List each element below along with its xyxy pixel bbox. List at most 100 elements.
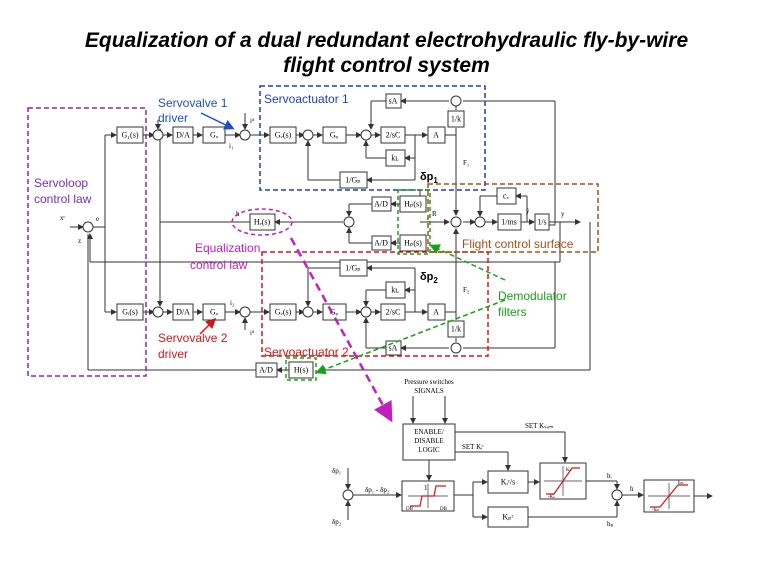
block-ga2-label: Gₐ <box>210 308 219 317</box>
pressure-signals-label: SIGNALS <box>414 387 444 395</box>
block-gp1-label: 1/Gₚ <box>345 176 360 185</box>
block-ms-label: 1/ms <box>501 218 517 227</box>
demod-label-line2: filters <box>498 305 527 319</box>
servovalve1-arrow <box>200 112 235 130</box>
signal-id-lower: iᵈ <box>250 329 255 337</box>
block-ad2-label: A/D <box>374 239 388 248</box>
logic-hi-label: hᵢ <box>607 472 613 480</box>
servoactuator2-label: Servoactuator 2 <box>264 345 349 359</box>
block-gi2: Gᵢ(s) <box>116 303 144 321</box>
block-k1-label: 1/k <box>451 115 461 124</box>
enable-line3: LOGIC <box>418 446 440 454</box>
demod-box-hp <box>397 189 431 255</box>
block-kl1: kʟ <box>385 149 406 167</box>
dp1-label: δp1 <box>420 171 438 185</box>
block-cv: cᵥ <box>496 187 517 205</box>
block-gq2-label: Gᵩ <box>330 308 339 317</box>
block-k1: 1/k <box>447 110 465 128</box>
annotation-boxes <box>27 85 599 423</box>
signal-i2: i₂ <box>230 299 235 307</box>
block-gp1: 1/Gₚ <box>339 171 368 189</box>
block-int2: 2/sC <box>380 303 406 321</box>
servoloop-label-line2: control law <box>34 192 92 206</box>
sat-pos-label: Kₛ <box>566 468 572 473</box>
servoloop-box <box>27 107 147 377</box>
title-line-2: flight control system <box>283 54 490 77</box>
block-ga2: Gₐ <box>202 303 226 321</box>
servoactuator1-box <box>259 85 486 191</box>
block-k2-label: 1/k <box>451 325 461 334</box>
surface-wiring <box>87 128 581 307</box>
sum-junction-eq <box>343 216 355 228</box>
demod-arrow-upper <box>429 244 506 281</box>
servovalve2-label-line1: Servovalve 2 <box>158 331 228 345</box>
sum-junction-2c <box>302 306 314 318</box>
block-sa1-label: sA <box>389 97 398 106</box>
sum-junction-force <box>450 216 462 228</box>
servoloop-label-line1: Servoloop <box>34 176 88 190</box>
logic-h-label: h <box>630 485 634 493</box>
signal-y: y <box>561 210 565 218</box>
logic-dp-diff-label: δp₁ - δp₂ <box>365 486 390 494</box>
lower-channel-wiring <box>87 222 591 373</box>
signal-xc: xᶜ <box>60 214 66 222</box>
block-he-label: Hₑ(s) <box>254 218 271 227</box>
block-gq1-label: Gᵩ <box>330 131 339 140</box>
block-gi1: G₁(s) <box>116 126 144 144</box>
block-gi1-label: G₁(s) <box>121 131 138 140</box>
block-a1: A <box>427 126 446 144</box>
block-gq2: Gᵩ <box>322 303 347 321</box>
block-kl2: kʟ <box>385 281 406 299</box>
equalization-ellipse <box>231 208 293 236</box>
block-ad1-label: A/D <box>374 200 388 209</box>
block-s-label: 1/s <box>537 218 546 227</box>
block-a2: A <box>427 303 446 321</box>
block-hp2-label: Hₚ(s) <box>404 239 422 248</box>
block-ad2: A/D <box>371 235 392 251</box>
lim-pos-label: hₘ <box>678 481 684 486</box>
sum-junction-surface <box>474 216 486 228</box>
servovalve2-label-line2: driver <box>158 347 188 361</box>
signal-id-upper: iᵈ <box>250 117 255 125</box>
block-int1-label: 2/sC <box>386 131 401 140</box>
lim-neg-label: -hₘ <box>652 508 659 513</box>
annotation-labels: Servovalve 1 driver Servoactuator 1 Serv… <box>34 92 574 361</box>
block-gq1: Gᵩ <box>322 126 347 144</box>
block-sa2-label: sA <box>389 344 398 353</box>
block-da1: D/A <box>172 126 194 144</box>
sum-junction-2b <box>239 306 251 318</box>
sum-junction-1a <box>152 129 164 141</box>
block-hs-label: H(s) <box>294 366 309 375</box>
sat-neg-label: -Kₛ <box>548 495 555 500</box>
kpc-label: Kₚᶜ <box>502 513 513 522</box>
block-hp1-label: Hₚ(s) <box>404 200 422 209</box>
block-hs: H(s) <box>288 361 314 379</box>
kic-integrator-label: Kᵢᶜ/s <box>501 478 515 487</box>
flight-surface-label: Flight control surface <box>462 237 574 251</box>
block-ms: 1/ms <box>497 213 522 231</box>
blocks: G₁(s) D/A Gₐ Gᵥ(s) Gᵩ 2/sC A kʟ 1/Gₚ sA … <box>116 93 550 379</box>
sum-junction-2d <box>360 306 372 318</box>
sum-junction-1d <box>360 129 372 141</box>
deadband-one-label: 1 <box>424 484 428 492</box>
block-sa1: sA <box>385 93 402 109</box>
signal-f2: F₂ <box>463 286 470 294</box>
demod-arrow-lower <box>315 299 506 375</box>
demod-label-line1: Demodulator <box>498 289 567 303</box>
servoactuator1-label: Servoactuator 1 <box>264 92 349 106</box>
block-s: 1/s <box>534 213 550 231</box>
signal-ydot: ẏ <box>526 207 530 215</box>
block-gp2-label: 1/Gₚ <box>345 264 360 273</box>
block-da1-label: D/A <box>176 131 190 140</box>
block-sa2: sA <box>385 340 402 356</box>
block-int1: 2/sC <box>380 126 406 144</box>
summing-junctions <box>82 95 486 354</box>
sum-junction-2e <box>450 342 462 354</box>
signal-r: R <box>432 210 437 218</box>
enable-line1: ENABLE/ <box>414 428 444 436</box>
block-gv1: Gᵥ(s) <box>269 126 297 144</box>
equalization-logic-diagram: Pressure switches SIGNALS ENABLE/ DISABL… <box>332 378 713 528</box>
flight-surface-box <box>427 183 599 253</box>
sum-junction-2a <box>152 306 164 318</box>
servoactuator2-box <box>261 251 489 357</box>
